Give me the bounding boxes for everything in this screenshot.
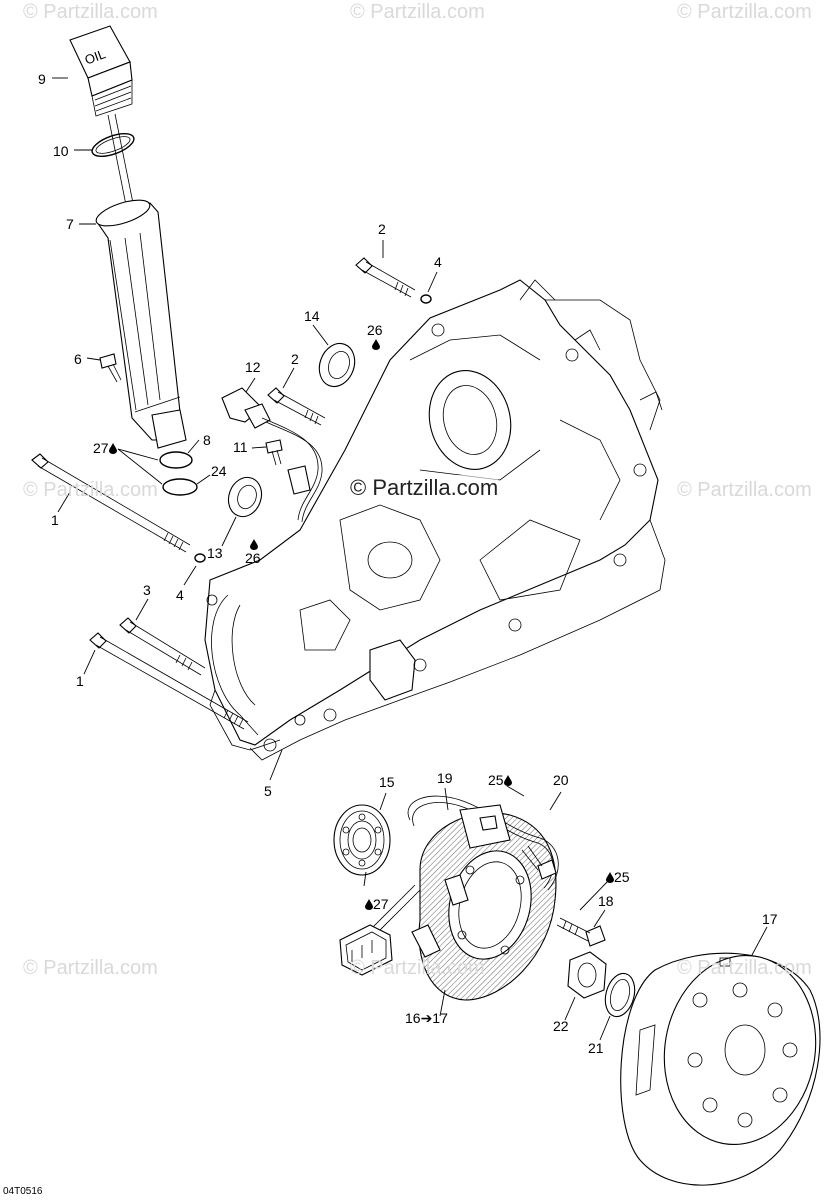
dipstick-rod	[107, 113, 136, 216]
center-watermark: © Partzilla.com	[350, 475, 499, 501]
callout-4-upper: 4	[434, 254, 442, 270]
bolt-2-upper	[355, 257, 416, 298]
bolt-1-upper	[31, 453, 191, 553]
watermark: © Partzilla.com	[677, 957, 812, 979]
oil-drop-icon	[372, 339, 380, 350]
oil-filler-tube	[95, 199, 187, 449]
callout-3: 3	[143, 582, 151, 598]
watermark: © Partzilla.com	[677, 1, 812, 23]
callout-27-upper: 27	[93, 441, 117, 455]
o-ring-8	[159, 451, 193, 469]
watermark: © Partzilla.com	[23, 957, 158, 979]
callout-18: 18	[598, 893, 614, 909]
callout-2-middle: 2	[291, 351, 299, 367]
leader-lines	[52, 77, 768, 1041]
o-ring-24	[162, 478, 198, 496]
callout-12: 12	[245, 359, 261, 375]
oil-cap: OIL	[69, 25, 133, 117]
callout-15: 15	[379, 774, 395, 790]
watermark: © Partzilla.com	[350, 1, 485, 23]
callout-9: 9	[38, 71, 46, 87]
callout-2-upper: 2	[378, 221, 386, 237]
washer-21	[604, 972, 636, 1018]
watermark: © Partzilla.com	[350, 957, 485, 979]
screw-6	[99, 353, 122, 383]
washer-4-lower	[194, 553, 206, 563]
washer-4-upper	[420, 294, 432, 304]
callout-17: 17	[762, 911, 778, 927]
connector	[339, 924, 393, 976]
callout-19: 19	[437, 770, 453, 786]
callout-22: 22	[553, 1018, 569, 1034]
callout-25-upper: 25	[488, 773, 512, 787]
oil-drop-icon	[108, 443, 117, 454]
callout-7: 7	[66, 216, 74, 232]
sensor-12	[221, 387, 323, 523]
callout-24: 24	[211, 463, 227, 479]
oil-drop-icon	[365, 899, 373, 910]
callout-16-17: 16➔17	[405, 1010, 448, 1026]
watermark: © Partzilla.com	[23, 479, 158, 501]
callout-13: 13	[207, 545, 223, 561]
callout-27-lower: 27	[365, 897, 389, 911]
callout-21: 21	[588, 1040, 604, 1056]
callout-10: 10	[53, 143, 69, 159]
oil-drop-icon	[250, 539, 258, 550]
crankcase-5	[204, 279, 666, 761]
o-ring-10	[91, 132, 135, 158]
callout-1-lower: 1	[76, 673, 84, 689]
oil-cap-text: OIL	[83, 46, 108, 67]
watermark: © Partzilla.com	[677, 479, 812, 501]
callout-25-lower: 25	[606, 870, 630, 884]
callout-5: 5	[264, 783, 272, 799]
screw-20	[521, 845, 557, 880]
bolt-3	[119, 617, 206, 676]
callout-6: 6	[74, 351, 82, 367]
seal-13	[227, 476, 263, 518]
callout-26-upper: 26	[367, 323, 383, 351]
bolt-1-lower	[89, 632, 249, 730]
bolt-2-middle	[267, 387, 326, 426]
bearing-15	[333, 804, 391, 876]
callout-1-upper: 1	[51, 512, 59, 528]
oil-drop-icon	[503, 775, 512, 786]
oil-drop-icon	[606, 872, 614, 883]
nut-22	[567, 951, 607, 999]
watermark: © Partzilla.com	[23, 1, 158, 23]
callout-20: 20	[553, 772, 569, 788]
callout-14: 14	[304, 308, 320, 324]
bolt-18	[556, 917, 606, 947]
seal-14	[318, 342, 356, 388]
callout-8: 8	[203, 432, 211, 448]
callout-4-lower: 4	[176, 587, 184, 603]
diagram-code: 04T0516	[3, 1186, 43, 1197]
callout-11: 11	[233, 439, 248, 455]
callout-26-lower: 26	[245, 537, 261, 565]
flywheel-17	[620, 952, 821, 1186]
screw-11	[265, 439, 283, 466]
stator-16	[411, 812, 557, 1001]
